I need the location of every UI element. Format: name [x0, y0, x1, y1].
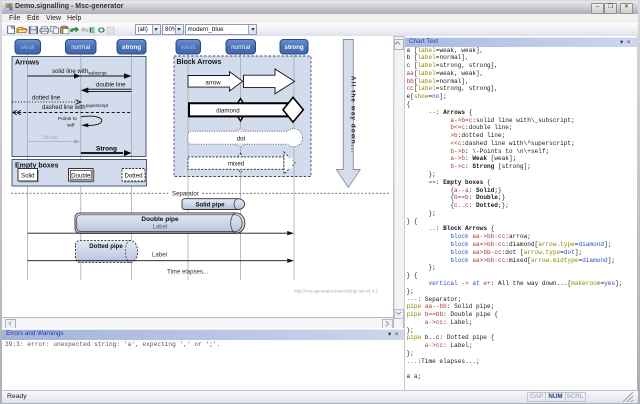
- svg-text:dashed line withsuperscript: dashed line withsuperscript: [42, 103, 109, 111]
- svg-text:Double: Double: [71, 173, 91, 180]
- svg-text:Double pipe: Double pipe: [141, 216, 179, 223]
- svg-text:Dotted: Dotted: [125, 173, 143, 180]
- svg-text:Label: Label: [152, 252, 167, 259]
- svg-text:Label: Label: [153, 224, 168, 231]
- svg-text:mixed: mixed: [228, 161, 244, 168]
- svg-text:double line: double line: [96, 82, 126, 89]
- svg-text:http://msc-generator.sourcefor: http://msc-generator.sourceforge.net v4.…: [294, 289, 379, 294]
- svg-text:dotted line: dotted line: [32, 95, 61, 102]
- svg-text:weak: weak: [180, 44, 196, 51]
- svg-text:diamond: diamond: [216, 108, 239, 115]
- svg-text:Solid: Solid: [21, 173, 35, 180]
- svg-text:Time elapses...: Time elapses...: [167, 269, 208, 276]
- svg-text:weak: weak: [19, 44, 35, 51]
- svg-text:self: self: [67, 123, 75, 129]
- svg-text:Points to: Points to: [58, 116, 77, 122]
- svg-text:Solid pipe: Solid pipe: [195, 202, 225, 209]
- svg-text:O: O: [98, 26, 106, 35]
- svg-text:Dotted pipe: Dotted pipe: [89, 243, 123, 250]
- svg-text:Arrows: Arrows: [15, 60, 39, 67]
- svg-text:solid line withsubscript: solid line withsubscript: [52, 68, 107, 76]
- svg-text:Block Arrows: Block Arrows: [177, 59, 222, 66]
- svg-text:All the way down...: All the way down...: [349, 76, 356, 153]
- svg-text:Empty boxes: Empty boxes: [15, 163, 59, 170]
- svg-text:Strong: Strong: [96, 145, 117, 152]
- svg-text:Separator: Separator: [172, 190, 199, 197]
- svg-text:normal: normal: [71, 44, 90, 51]
- svg-text:strong: strong: [122, 44, 141, 51]
- svg-text:normal: normal: [231, 44, 250, 51]
- svg-text:Weak: Weak: [43, 135, 58, 141]
- svg-text:dot: dot: [237, 135, 246, 142]
- svg-text:arrow: arrow: [205, 79, 221, 86]
- svg-text:E: E: [89, 26, 96, 35]
- svg-text:strong: strong: [284, 44, 303, 51]
